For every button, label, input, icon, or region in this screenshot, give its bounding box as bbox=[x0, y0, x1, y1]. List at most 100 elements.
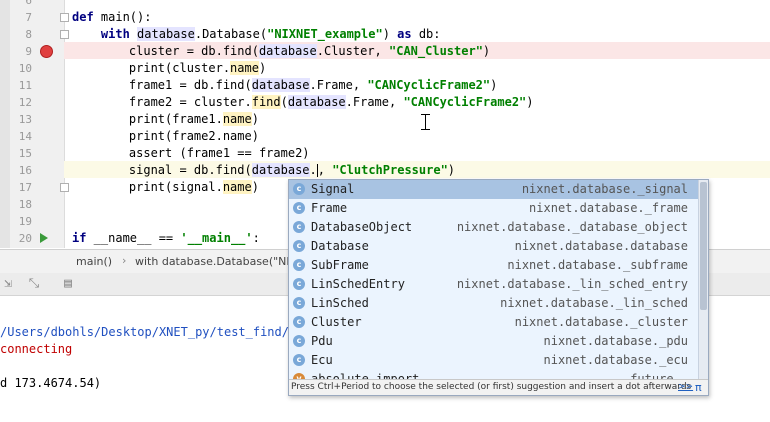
more-link[interactable]: >> bbox=[678, 382, 694, 392]
editor-gutter[interactable] bbox=[0, 0, 65, 248]
gutter-strip bbox=[0, 0, 10, 248]
code-token: ) bbox=[447, 163, 456, 177]
completion-scrollbar[interactable] bbox=[698, 180, 708, 379]
code-token: "NIXNET_example" bbox=[267, 27, 383, 41]
fold-marker-icon[interactable] bbox=[60, 30, 69, 39]
code-token: print(frame1. bbox=[100, 112, 223, 126]
code-line-7[interactable]: def main(): bbox=[72, 9, 151, 26]
breadcrumb-separator-icon: › bbox=[122, 254, 127, 267]
scrollbar-thumb[interactable] bbox=[700, 182, 707, 310]
completion-item[interactable]: c Frame nixnet.database._frame bbox=[289, 199, 698, 218]
completion-item[interactable]: c LinSchedEntry nixnet.database._lin_sch… bbox=[289, 275, 698, 294]
code-token: .Database( bbox=[194, 27, 268, 41]
line-number: 6 bbox=[25, 0, 32, 7]
code-completion-popup[interactable]: c Signal nixnet.database._signal c Frame… bbox=[288, 179, 709, 396]
code-line-13[interactable]: print(frame1.name) bbox=[100, 111, 259, 128]
completion-item-type: nixnet.database.database bbox=[514, 239, 688, 253]
code-token: ( bbox=[280, 95, 288, 109]
code-token: "ClutchPressure" bbox=[332, 163, 448, 177]
completion-list[interactable]: c Signal nixnet.database._signal c Frame… bbox=[289, 180, 698, 379]
class-icon: c bbox=[293, 335, 305, 347]
completion-item-type: nixnet.database._cluster bbox=[514, 315, 688, 329]
code-line-8[interactable]: with database.Database("NIXNET_example")… bbox=[72, 26, 441, 43]
close-process-icon[interactable]: ⤡ bbox=[28, 276, 40, 291]
breadcrumb-item[interactable]: main() bbox=[76, 255, 113, 268]
completion-item-name: DatabaseObject bbox=[311, 220, 413, 234]
code-token: .Frame, bbox=[345, 95, 404, 109]
variable-icon: v bbox=[293, 373, 305, 379]
class-icon: c bbox=[293, 316, 305, 328]
code-token: "CAN_Cluster" bbox=[389, 44, 483, 58]
completion-item-name: Frame bbox=[311, 201, 348, 215]
code-line-17[interactable]: print(signal.name) bbox=[100, 179, 259, 196]
class-icon: c bbox=[293, 183, 305, 195]
pi-icon[interactable]: π bbox=[695, 381, 702, 394]
code-line-9[interactable]: cluster = db.find(database.Cluster, "CAN… bbox=[100, 43, 490, 60]
breakpoint-icon[interactable] bbox=[40, 45, 53, 58]
completion-item-type: nixnet.database._signal bbox=[521, 182, 688, 196]
completion-item[interactable]: c Database nixnet.database.database bbox=[289, 237, 698, 256]
line-number: 10 bbox=[18, 62, 32, 75]
completion-item-name: Pdu bbox=[311, 334, 333, 348]
code-token: with bbox=[100, 27, 130, 41]
code-token: frame2 = cluster. bbox=[100, 95, 252, 109]
completion-item-name: SubFrame bbox=[311, 258, 369, 272]
run-arrow-icon[interactable] bbox=[40, 233, 48, 243]
line-number: 18 bbox=[18, 198, 32, 211]
completion-item[interactable]: c Ecu nixnet.database._ecu bbox=[289, 351, 698, 370]
completion-item-type: nixnet.database._pdu bbox=[543, 334, 689, 348]
code-line-20[interactable]: if __name__ == '__main__': bbox=[72, 230, 260, 247]
code-token: database bbox=[251, 163, 310, 177]
line-number: 8 bbox=[25, 28, 32, 41]
fold-marker-icon[interactable] bbox=[60, 183, 69, 192]
class-icon: c bbox=[293, 240, 305, 252]
text-cursor-icon bbox=[421, 114, 431, 130]
code-token: db: bbox=[411, 27, 441, 41]
code-token: ) bbox=[258, 61, 267, 75]
code-line-11[interactable]: frame1 = db.find(database.Frame, "CANCyc… bbox=[100, 77, 497, 94]
code-line-15[interactable]: assert (frame1 == frame2) bbox=[100, 145, 310, 162]
line-number: 15 bbox=[18, 147, 32, 160]
code-token: database bbox=[258, 44, 317, 58]
class-icon: c bbox=[293, 202, 305, 214]
completion-item-type: nixnet.database._subframe bbox=[507, 258, 688, 272]
line-number: 19 bbox=[18, 215, 32, 228]
code-line-16[interactable]: signal = db.find(database., "ClutchPress… bbox=[100, 162, 455, 179]
completion-item-name: absolute_import bbox=[311, 372, 420, 379]
line-number: 7 bbox=[25, 11, 32, 24]
completion-item[interactable]: c Cluster nixnet.database._cluster bbox=[289, 313, 698, 332]
class-icon: c bbox=[293, 297, 305, 309]
text-caret bbox=[316, 164, 318, 177]
class-icon: c bbox=[293, 259, 305, 271]
code-token: ) bbox=[382, 27, 398, 41]
line-number: 12 bbox=[18, 96, 32, 109]
completion-item-name: Database bbox=[311, 239, 369, 253]
line-number: 17 bbox=[18, 181, 32, 194]
completion-item[interactable]: c LinSched nixnet.database._lin_sched bbox=[289, 294, 698, 313]
line-number: 9 bbox=[25, 45, 32, 58]
code-line-14[interactable]: print(frame2.name) bbox=[100, 128, 259, 145]
code-editor[interactable]: 6 7 8 9 10 11 12 13 14 15 16 17 18 19 20… bbox=[0, 0, 770, 248]
completion-item[interactable]: v absolute_import __future__ bbox=[289, 370, 698, 379]
code-token: ) bbox=[526, 95, 534, 109]
code-token: main(): bbox=[93, 10, 152, 24]
code-token: as bbox=[397, 27, 412, 41]
completion-item[interactable]: c DatabaseObject nixnet.database._databa… bbox=[289, 218, 698, 237]
code-line-10[interactable]: print(cluster.name) bbox=[100, 60, 266, 77]
completion-item-name: Cluster bbox=[311, 315, 362, 329]
completion-item-name: Signal bbox=[311, 182, 355, 196]
completion-item-type: nixnet.database._frame bbox=[529, 201, 688, 215]
code-token: print(cluster. bbox=[100, 61, 231, 75]
class-icon: c bbox=[293, 354, 305, 366]
code-token: '__main__' bbox=[180, 231, 253, 245]
layout-icon[interactable]: ▤ bbox=[64, 276, 72, 291]
code-token: "CANCyclicFrame2" bbox=[367, 78, 491, 92]
completion-item[interactable]: c SubFrame nixnet.database._subframe bbox=[289, 256, 698, 275]
fold-marker-icon[interactable] bbox=[60, 13, 69, 22]
code-line-12[interactable]: frame2 = cluster.find(database.Frame, "C… bbox=[100, 94, 534, 111]
stop-icon[interactable]: ⇲ bbox=[4, 276, 12, 291]
completion-item[interactable]: c Pdu nixnet.database._pdu bbox=[289, 332, 698, 351]
code-token: database bbox=[137, 27, 195, 41]
code-token: , bbox=[317, 163, 333, 177]
completion-item[interactable]: c Signal nixnet.database._signal bbox=[289, 180, 698, 199]
